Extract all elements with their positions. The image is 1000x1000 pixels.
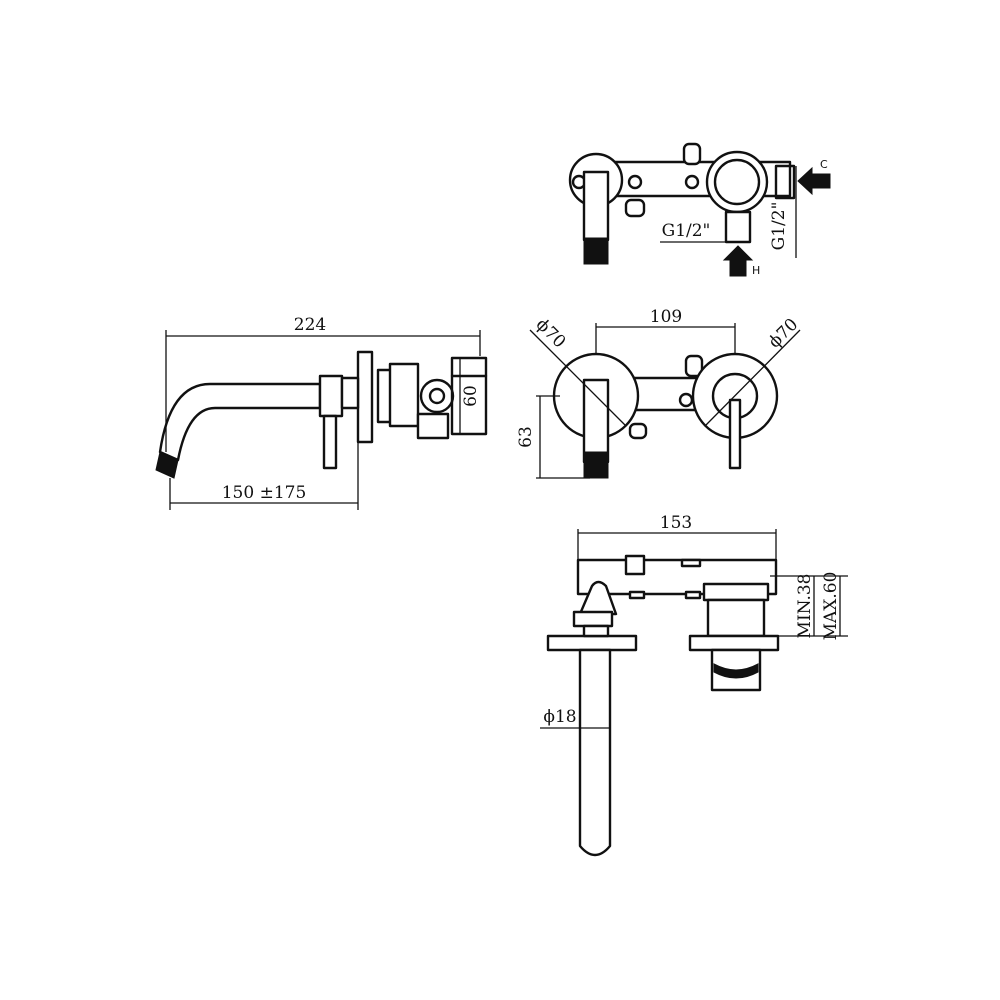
- bottom-view-outline: [546, 554, 780, 857]
- overall-length-label: 224: [294, 315, 326, 335]
- cold-marker: C: [820, 158, 828, 171]
- hot-marker: H: [752, 264, 760, 277]
- right-plate-diameter-label: ϕ70: [765, 315, 803, 353]
- wall-depth-min-label: MIN.38: [795, 574, 815, 639]
- spout-projection-label: 150 ±175: [222, 483, 307, 503]
- wall-depth-max-label: MAX.60: [821, 572, 841, 641]
- spout-diameter-label: ϕ18: [543, 707, 576, 727]
- top-view-outline: [568, 142, 796, 265]
- side-view-outline: [155, 350, 488, 479]
- inlet-side-label: G1/2": [769, 202, 789, 251]
- cold-inlet-arrow-icon: [797, 166, 831, 196]
- front-view: 109 ϕ70 ϕ70 63: [516, 307, 803, 479]
- side-view: 224 150 ±175 60: [155, 315, 488, 510]
- spout-height-label: 63: [516, 426, 536, 448]
- body-width-label: 153: [660, 513, 692, 533]
- height-60-label: 60: [461, 385, 481, 407]
- center-distance-label: 109: [650, 307, 682, 327]
- hot-inlet-arrow-icon: [722, 245, 754, 277]
- bottom-view: 153 MIN.38 MAX.60 ϕ18: [540, 513, 848, 857]
- top-view: G1/2" G1/2" C H: [568, 142, 831, 277]
- front-view-outline: [552, 352, 779, 479]
- left-plate-diameter-label: ϕ70: [532, 315, 570, 353]
- inlet-front-label: G1/2": [662, 221, 711, 241]
